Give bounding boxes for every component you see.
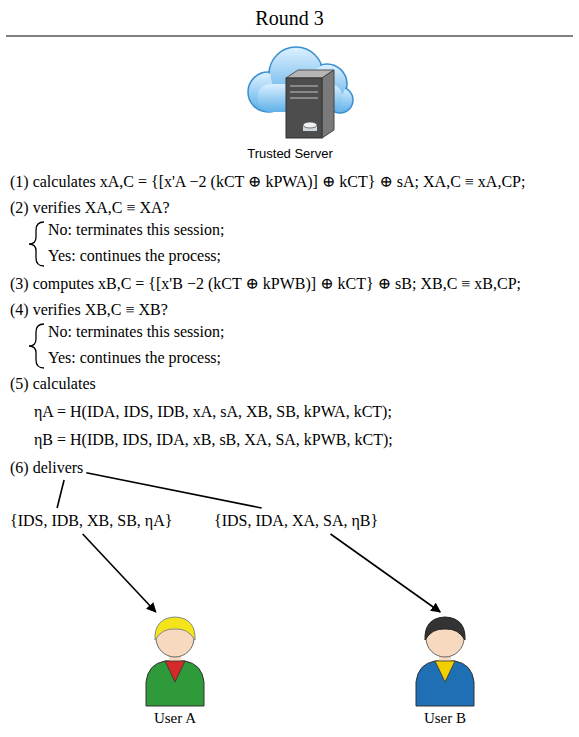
title-rule xyxy=(6,36,573,37)
title: Round 3 xyxy=(0,6,579,30)
step-text: (5) calculates xyxy=(10,374,96,394)
formula-text: ηA = H(IDA, IDS, IDB, xA, sA, XB, SB, kP… xyxy=(34,402,392,422)
brace xyxy=(29,324,44,368)
node-text: {IDS, IDB, XB, SB, ηA} xyxy=(10,511,172,531)
node-text: User A xyxy=(127,708,223,728)
node-text: Trusted Server xyxy=(222,144,358,164)
user-b-figure xyxy=(416,617,474,706)
step-text: (3) computes xB,C = {[x'B −2 (kCT ⊕ kPWB… xyxy=(10,274,521,294)
branch-text: No: terminates this session; xyxy=(48,322,224,342)
message-node: {IDS, IDA, XA, SA, ηB} xyxy=(210,508,382,534)
branch-text: Yes: continues the process; xyxy=(48,246,221,266)
connector-line xyxy=(57,480,64,508)
step-text: (4) verifies XB,C ≡ XB? xyxy=(10,300,168,320)
cloud-server-icon xyxy=(248,47,353,138)
server-node: Trusted Server xyxy=(222,42,358,164)
connector-arrow xyxy=(331,534,441,612)
step-node: (6) delivers xyxy=(7,456,86,480)
branch-text: No: terminates this session; xyxy=(48,220,224,240)
node-text: (6) delivers xyxy=(10,458,83,478)
node-text: {IDS, IDA, XA, SA, ηB} xyxy=(214,511,378,531)
user-node: User A xyxy=(127,612,223,728)
connector-arrow xyxy=(83,534,156,612)
step-text: (2) verifies XA,C ≡ XA? xyxy=(10,198,170,218)
connector-line xyxy=(86,473,261,508)
step-text: (1) calculates xA,C = {[x'A −2 (kCT ⊕ kP… xyxy=(10,172,525,192)
user-node: User B xyxy=(397,612,493,728)
formula-text: ηB = H(IDB, IDS, IDA, xB, sB, XA, SA, kP… xyxy=(34,430,393,450)
node-text: User B xyxy=(397,708,493,728)
user-a-figure xyxy=(146,617,204,706)
message-node: {IDS, IDB, XB, SB, ηA} xyxy=(6,508,176,534)
branch-text: Yes: continues the process; xyxy=(48,348,221,368)
brace xyxy=(29,222,44,266)
